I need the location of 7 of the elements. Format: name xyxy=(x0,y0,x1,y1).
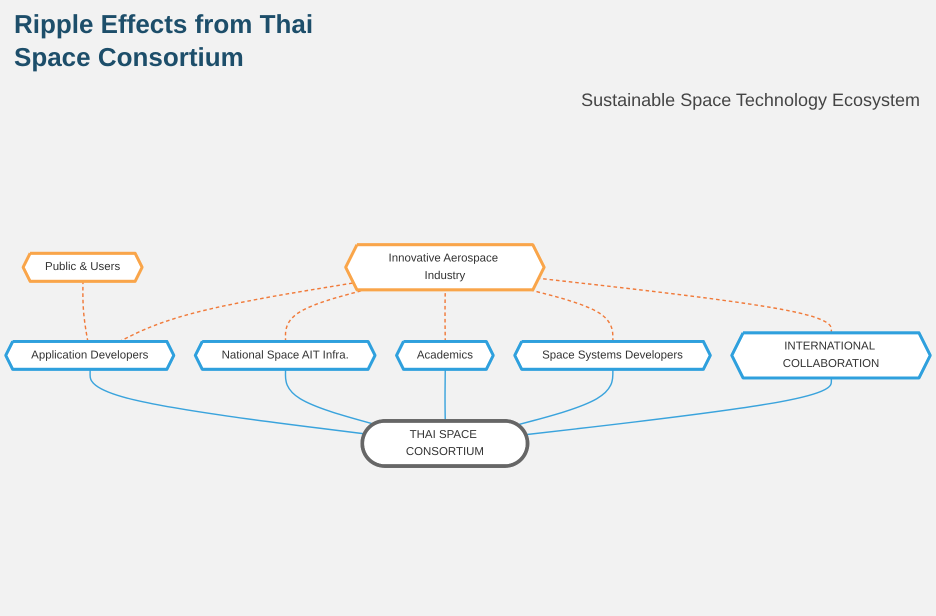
connector xyxy=(82,281,89,342)
connector xyxy=(526,378,832,435)
connector xyxy=(444,369,446,421)
connector xyxy=(517,369,614,426)
ring-label: Sustainable Space Technology Ecosystem xyxy=(581,90,920,111)
connector xyxy=(530,289,614,342)
diagram-title: Ripple Effects from Thai Space Consortium xyxy=(14,8,314,73)
